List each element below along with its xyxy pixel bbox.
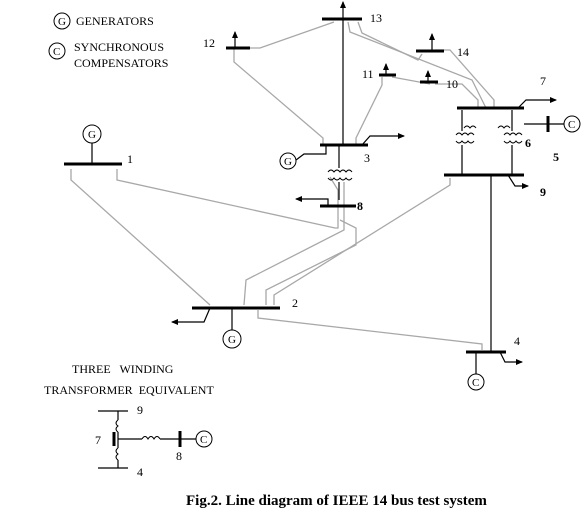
- load-arrow-7: [517, 97, 557, 109]
- bus-11-label: 11: [362, 67, 374, 81]
- bus-13-label: 13: [370, 11, 382, 25]
- compensator-legend-label-2: COMPENSATORS: [74, 56, 168, 70]
- generator-2-symbol: G: [228, 334, 236, 346]
- machines: G G G C C: [82, 115, 581, 391]
- equivalent-title-1: THREE WINDING: [72, 362, 174, 376]
- eq-node-8-label: 8: [176, 449, 182, 463]
- transformer-7-lower: [497, 125, 511, 129]
- transmission-lines: [70, 21, 495, 350]
- load-arrow-3: [361, 133, 405, 146]
- compensator-legend-symbol: C: [53, 46, 60, 58]
- legend: G GENERATORS C SYNCHRONOUS COMPENSATORS: [48, 12, 168, 70]
- bus-labels: 1 2 3 4 5 6 7 8 9 10 11 12 13 14: [127, 11, 559, 348]
- buses: [64, 17, 524, 354]
- line-8-9: [273, 178, 451, 305]
- transformer-5-6-left-lower: [455, 140, 475, 144]
- bus-5-label: 5: [553, 150, 559, 164]
- eq-top-coil-icon: [115, 419, 119, 433]
- bus-3-label: 3: [364, 151, 370, 165]
- eq-node-4-label: 4: [137, 465, 143, 479]
- line-13-14: [357, 21, 423, 61]
- load-arrow-8: [295, 196, 329, 206]
- eq-compensator-symbol: C: [200, 434, 207, 446]
- generator-legend-label: GENERATORS: [76, 14, 154, 28]
- three-winding-equivalent: THREE WINDING TRANSFORMER EQUIVALENT C 9…: [44, 362, 214, 479]
- line-2-3: [243, 182, 345, 306]
- line-2-5: [265, 219, 357, 305]
- generator-legend-symbol: G: [58, 16, 66, 28]
- bus-4-label: 4: [514, 334, 520, 348]
- line-13-6: [347, 21, 487, 109]
- generator-legend-icon: [53, 12, 71, 30]
- equivalent-title-2: TRANSFORMER EQUIVALENT: [44, 383, 214, 397]
- bus-6-label: 6: [525, 136, 531, 150]
- transformer-5-6-right-icon: [503, 132, 523, 136]
- generator-2-icon: [222, 329, 242, 349]
- line-12-13: [243, 21, 335, 49]
- eq-bottom-coil-icon: [115, 447, 119, 461]
- bus-10-label: 10: [446, 77, 458, 91]
- line-1-5: [116, 169, 339, 229]
- bus-12-label: 12: [203, 36, 215, 50]
- transformer-3-8-lower-coil: [327, 177, 353, 181]
- gen-3-wire: [295, 145, 327, 161]
- bus-1-label: 1: [127, 152, 133, 166]
- load-arrow-4: [499, 351, 523, 365]
- generator-1-symbol: G: [88, 129, 96, 141]
- compensator-6-icon: [563, 115, 581, 133]
- transformers: [327, 110, 523, 200]
- line-2-4: [257, 310, 483, 350]
- line-12-3: [233, 48, 324, 144]
- generator-3-symbol: G: [284, 156, 292, 168]
- line-11-3: [355, 77, 383, 144]
- load-arrow-9: [507, 174, 529, 189]
- transformer-5-6-right-lower: [503, 140, 523, 144]
- bus-7-label: 7: [540, 74, 546, 88]
- generator-1-icon: [82, 124, 102, 144]
- bus-2-label: 2: [292, 296, 298, 310]
- compensator-legend-icon: [48, 42, 66, 60]
- transformer-5-6-left-icon: [455, 132, 475, 136]
- eq-node-9-label: 9: [137, 403, 143, 417]
- eq-series-coil-icon: [141, 436, 161, 440]
- eq-compensator-icon: [195, 430, 213, 448]
- transformer-7-icon: [463, 125, 477, 129]
- compensator-legend-label-1: SYNCHRONOUS: [74, 40, 164, 54]
- eq-node-7-label: 7: [95, 433, 101, 447]
- generator-3-icon: [279, 152, 297, 170]
- bus-14-label: 14: [457, 45, 469, 59]
- compensator-4-icon: [467, 373, 485, 391]
- bus-9-label: 9: [540, 185, 546, 199]
- line-10-6: [435, 83, 479, 108]
- bus-8-label: 8: [357, 199, 363, 213]
- load-arrow-2: [171, 307, 211, 325]
- line-1-2: [70, 169, 211, 306]
- compensator-6-symbol: C: [568, 119, 575, 131]
- compensator-4-symbol: C: [472, 377, 479, 389]
- load-arrows: [171, 1, 557, 365]
- transformer-3-8-icon: [327, 169, 353, 173]
- figure-caption: Fig.2. Line diagram of IEEE 14 bus test …: [186, 493, 487, 509]
